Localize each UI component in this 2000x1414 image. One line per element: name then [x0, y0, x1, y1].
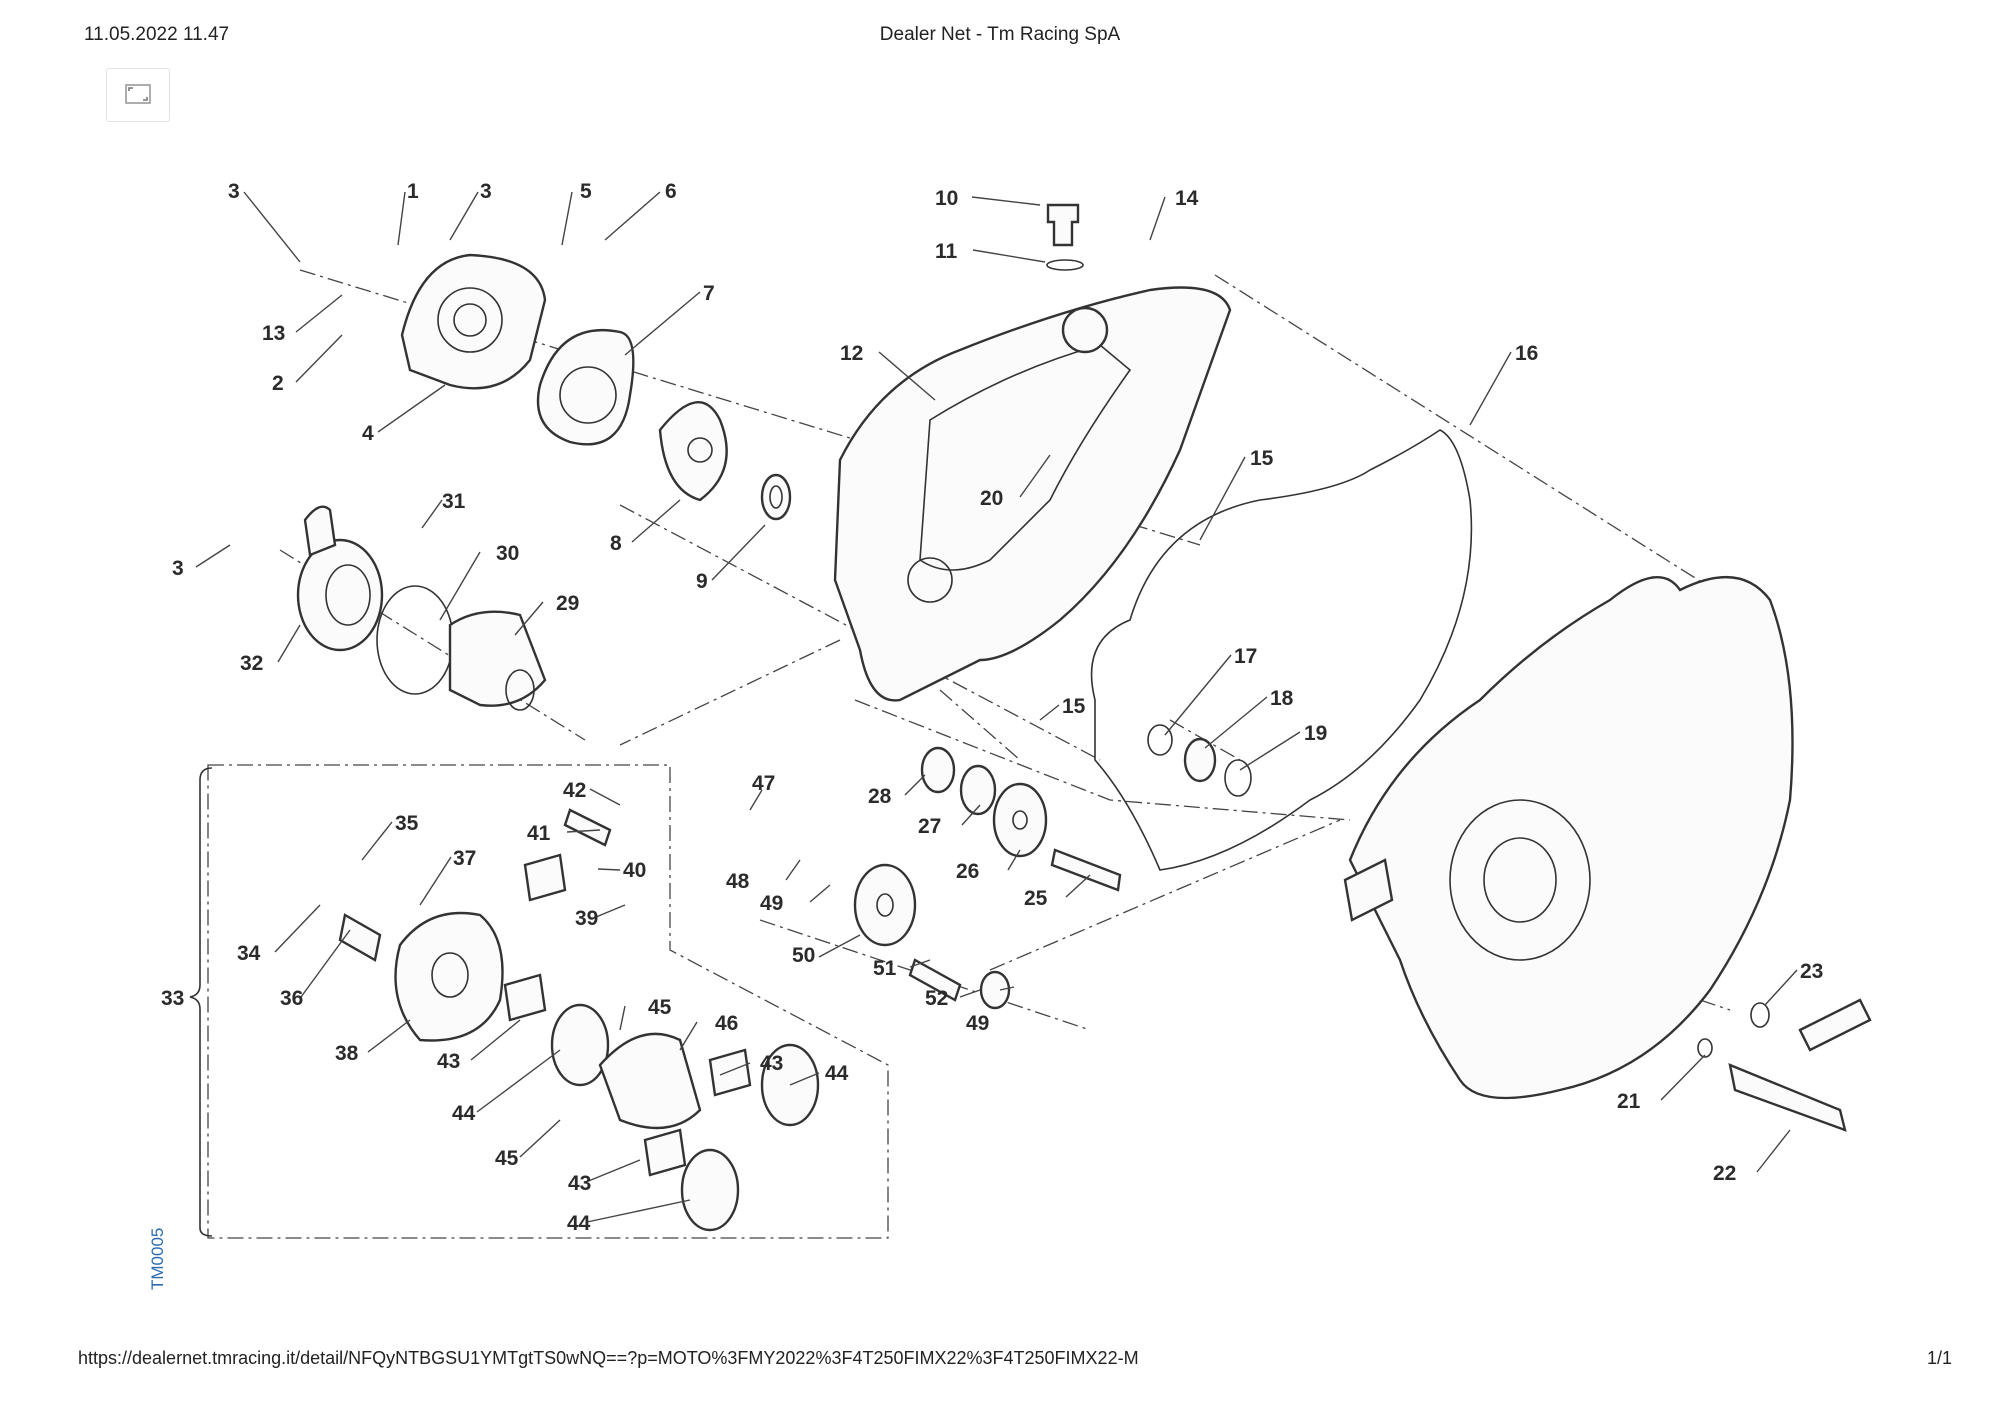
label-48: 48 — [726, 870, 750, 893]
expand-button[interactable] — [106, 68, 170, 122]
label-36: 36 — [280, 987, 303, 1010]
label-14: 14 — [1175, 187, 1199, 210]
water-pump-cover — [400, 253, 547, 390]
label-3: 3 — [172, 557, 184, 580]
label-23: 23 — [1800, 960, 1823, 983]
label-42: 42 — [563, 779, 586, 802]
label-35: 35 — [395, 812, 419, 835]
label-21: 21 — [1617, 1090, 1641, 1113]
label-29: 29 — [556, 592, 579, 615]
label-44: 44 — [452, 1102, 476, 1125]
label-43: 43 — [437, 1050, 460, 1073]
label-18: 18 — [1270, 687, 1294, 710]
page-title: Dealer Net - Tm Racing SpA — [879, 24, 1121, 45]
label-25: 25 — [1024, 887, 1048, 910]
label-16: 16 — [1515, 342, 1538, 365]
page-number: 1/1 — [1926, 1348, 1952, 1368]
label-19: 19 — [1304, 722, 1327, 745]
label-47: 47 — [752, 772, 775, 795]
drawing-code: TM0005 — [148, 1228, 167, 1290]
label-39: 39 — [575, 907, 598, 930]
label-31: 31 — [442, 490, 466, 513]
part-number-labels: 3 1 3 5 6 13 2 4 7 8 9 31 3 30 29 32 10 … — [161, 180, 1823, 1235]
expand-icon — [125, 84, 151, 104]
leader-lines — [195, 191, 1798, 1223]
label-44: 44 — [567, 1212, 591, 1235]
label-33: 33 — [161, 987, 184, 1010]
print-date: 11.05.2022 11.47 — [84, 24, 230, 45]
oil-seal — [760, 473, 792, 521]
label-10: 10 — [935, 187, 958, 210]
label-7: 7 — [703, 282, 715, 305]
label-13: 13 — [262, 322, 285, 345]
label-27: 27 — [918, 815, 941, 838]
label-3: 3 — [480, 180, 492, 203]
label-17: 17 — [1234, 645, 1257, 668]
label-8: 8 — [610, 532, 622, 555]
oil-filter-cover — [296, 505, 384, 652]
label-5: 5 — [580, 180, 592, 203]
label-15: 15 — [1250, 447, 1274, 470]
label-45: 45 — [495, 1147, 519, 1170]
water-pump-impeller — [658, 401, 728, 502]
label-46: 46 — [715, 1012, 738, 1035]
label-43: 43 — [568, 1172, 591, 1195]
label-15: 15 — [1062, 695, 1086, 718]
label-50: 50 — [792, 944, 815, 967]
label-51: 51 — [873, 957, 897, 980]
label-30: 30 — [496, 542, 519, 565]
label-37: 37 — [453, 847, 476, 870]
label-45: 45 — [648, 996, 672, 1019]
label-52: 52 — [925, 987, 948, 1010]
label-28: 28 — [868, 785, 892, 808]
oil-filler-plug — [1046, 203, 1084, 271]
label-38: 38 — [335, 1042, 359, 1065]
label-9: 9 — [696, 570, 708, 593]
oil-pump-parts — [338, 808, 820, 1232]
label-43: 43 — [760, 1052, 783, 1075]
label-1: 1 — [407, 180, 419, 203]
page-url: https://dealernet.tmracing.it/detail/NFQ… — [78, 1348, 1139, 1368]
label-12: 12 — [840, 342, 863, 365]
label-4: 4 — [362, 422, 374, 445]
label-6: 6 — [665, 180, 677, 203]
label-22: 22 — [1713, 1162, 1736, 1185]
label-11: 11 — [935, 240, 958, 263]
group-33-outline — [189, 764, 889, 1239]
label-49: 49 — [966, 1012, 989, 1035]
shaft-seal-stack — [1147, 724, 1252, 797]
label-3: 3 — [228, 180, 240, 203]
clutch-cover-gasket — [1090, 429, 1473, 871]
label-34: 34 — [237, 942, 261, 965]
label-26: 26 — [956, 860, 979, 883]
crankcase — [1343, 575, 1794, 1100]
label-40: 40 — [623, 859, 646, 882]
idler-gears — [853, 746, 1122, 1010]
label-20: 20 — [980, 487, 1003, 510]
water-pump-gasket — [536, 328, 635, 446]
label-49: 49 — [760, 892, 783, 915]
o-ring-30 — [376, 585, 454, 695]
label-44: 44 — [825, 1062, 849, 1085]
clutch-cover — [833, 286, 1232, 702]
label-32: 32 — [240, 652, 263, 675]
oil-filter — [448, 610, 547, 711]
label-41: 41 — [527, 822, 551, 845]
oil-strainers — [1697, 998, 1872, 1132]
label-2: 2 — [272, 372, 284, 395]
